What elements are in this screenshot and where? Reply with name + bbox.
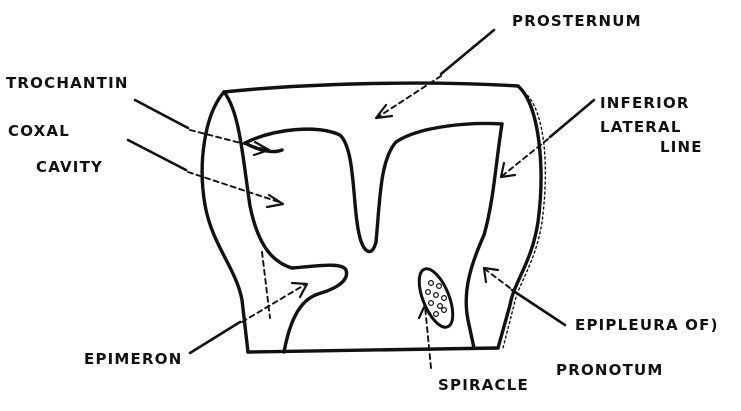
leader-lines bbox=[128, 30, 594, 353]
prothorax-outline bbox=[202, 83, 545, 352]
label-epipleura-line2: PRONOTUM bbox=[556, 361, 664, 379]
label-coxal-cavity-line2: CAVITY bbox=[36, 158, 103, 176]
label-prosternum: PROSTERNUM bbox=[512, 12, 642, 30]
label-spiracle: SPIRACLE bbox=[438, 376, 529, 394]
dashed-arrows bbox=[188, 76, 548, 368]
labels: PROSTERNUM TROCHANTIN COXAL CAVITY INFER… bbox=[6, 12, 719, 394]
label-epipleura-line1: EPIPLEURA OF) bbox=[575, 316, 719, 334]
spiracle-shape bbox=[412, 264, 459, 331]
label-inferior-lateral-line-2: LATERAL bbox=[600, 118, 682, 136]
label-inferior-lateral-line-1: INFERIOR bbox=[600, 94, 690, 112]
label-trochantin: TROCHANTIN bbox=[6, 74, 129, 92]
label-epimeron: EPIMERON bbox=[84, 350, 182, 368]
label-inferior-lateral-line-3: LINE bbox=[660, 138, 703, 156]
label-coxal-cavity-line1: COXAL bbox=[8, 122, 70, 140]
